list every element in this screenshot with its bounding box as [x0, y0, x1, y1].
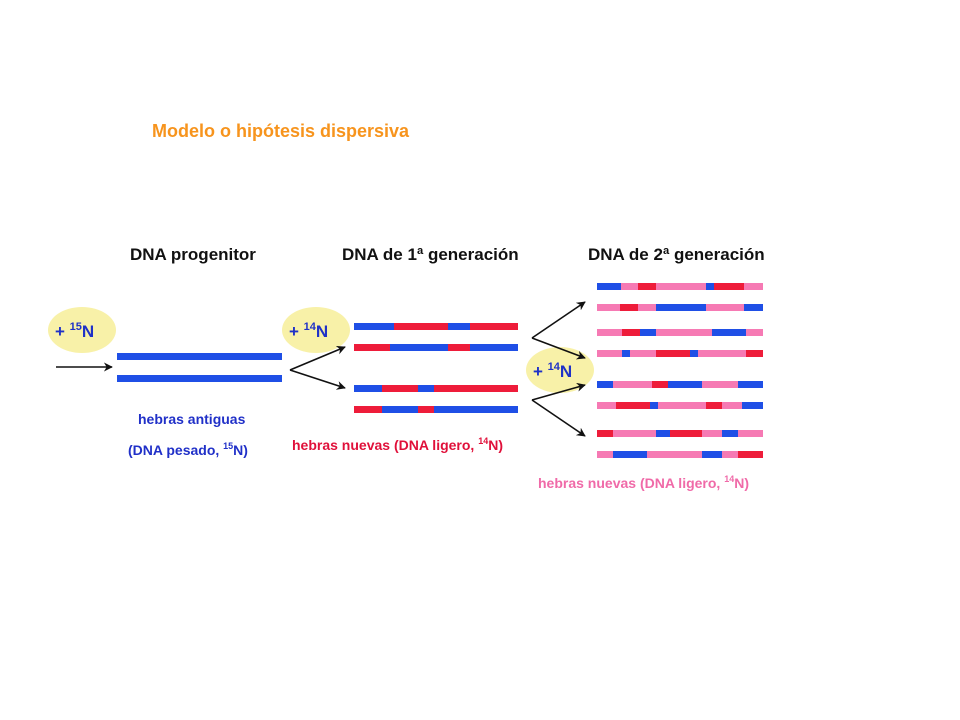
gen2-strand — [597, 304, 763, 311]
arrow-fork-up-a-gen2-icon — [531, 301, 586, 339]
gen1-strand — [354, 406, 518, 413]
slide-title: Modelo o hipótesis dispersiva — [152, 121, 410, 141]
parent-strand — [117, 353, 282, 360]
stage-title-gen1: DNA de 1ª generación — [342, 245, 519, 264]
isotope-badge-15n: + 15N — [48, 307, 116, 353]
gen1-dna — [354, 323, 518, 413]
stage-title-gen2: DNA de 2ª generación — [588, 245, 765, 264]
caption-gen1: hebras nuevas (DNA ligero, 14N) — [292, 436, 503, 453]
gen1-strand — [354, 344, 518, 351]
gen2-strand — [597, 329, 763, 336]
gen2-strand — [597, 402, 763, 409]
parent-dna — [117, 353, 282, 382]
arrow-fork-up-gen1-icon — [289, 345, 346, 371]
svg-text:+ 15N: + 15N — [55, 321, 94, 341]
svg-text:+ 14N: + 14N — [289, 321, 328, 341]
arrows — [56, 301, 586, 437]
gen1-strand — [354, 385, 518, 392]
caption-parent-line1: hebras antiguas — [138, 411, 246, 427]
gen2-strand — [597, 350, 763, 357]
arrow-fork-down-a-gen2-icon — [531, 382, 586, 401]
gen2-strand — [597, 451, 763, 458]
gen2-strand — [597, 283, 763, 290]
arrow-fork-up-b-gen2-icon — [531, 337, 586, 360]
caption-gen2: hebras nuevas (DNA ligero, 14N) — [538, 474, 749, 491]
caption-parent-line2: (DNA pesado, 15N) — [128, 441, 248, 458]
gen1-strand — [354, 323, 518, 330]
arrow-fork-down-b-gen2-icon — [531, 399, 586, 437]
arrow-fork-down-gen1-icon — [289, 369, 346, 390]
isotope-badge-14n-gen1: + 14N — [282, 307, 350, 353]
gen2-strand — [597, 381, 763, 388]
gen2-strand — [597, 430, 763, 437]
parent-strand — [117, 375, 282, 382]
svg-text:+ 14N: + 14N — [533, 361, 572, 381]
stage-title-parent: DNA progenitor — [130, 245, 256, 264]
gen2-dna — [597, 283, 763, 458]
